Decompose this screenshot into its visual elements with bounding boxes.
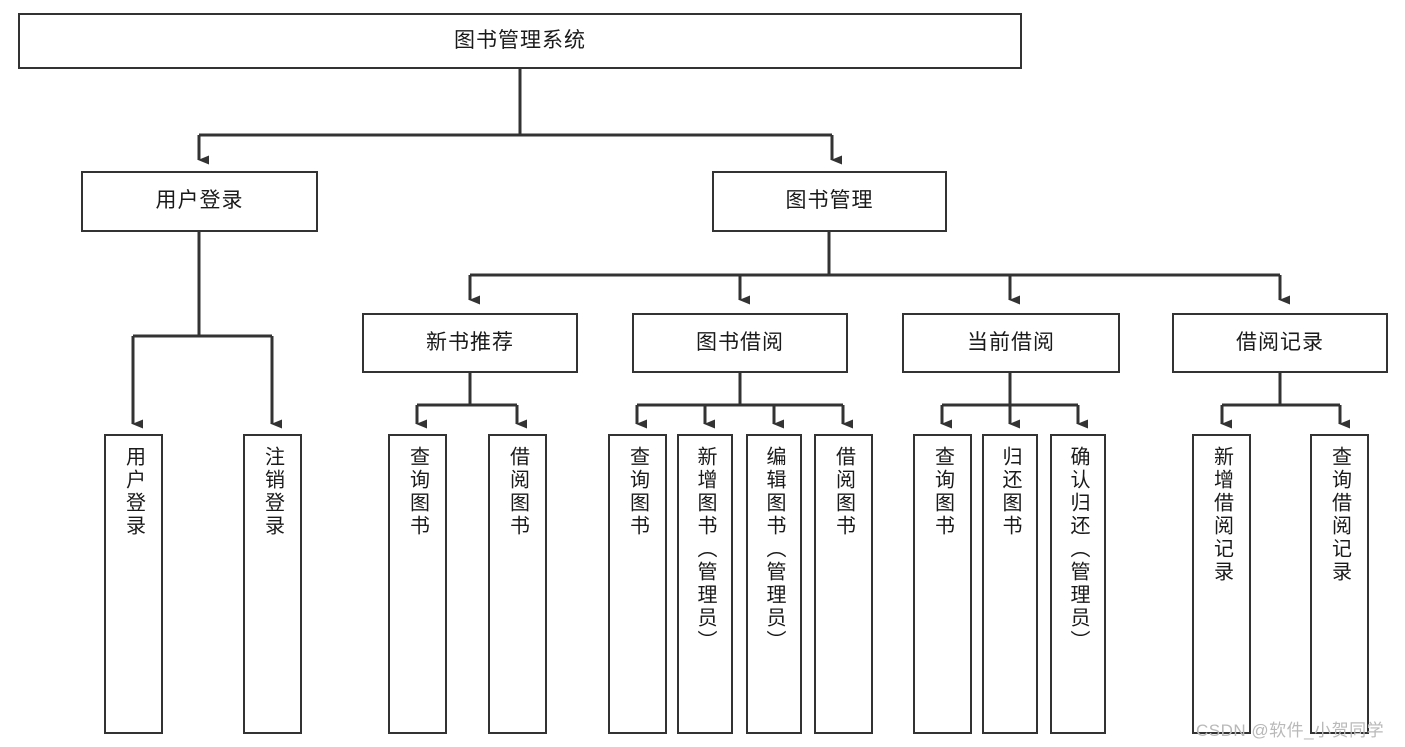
csdn-watermark: CSDN @软件_小贺同学 — [1196, 721, 1385, 740]
node-new-book-recommend[interactable]: 新书推荐 — [362, 313, 578, 373]
leaf-borrow-book-recommend[interactable]: 借阅图书 — [488, 434, 547, 734]
leaf-query-book-recommend-label: 查询图书 — [406, 446, 429, 538]
node-book-borrow-label: 图书借阅 — [696, 330, 784, 354]
leaf-add-borrow-record-label: 新增借阅记录 — [1210, 446, 1233, 584]
leaf-return-book[interactable]: 归还图书 — [982, 434, 1038, 734]
node-new-book-recommend-label: 新书推荐 — [426, 330, 514, 354]
leaf-logout[interactable]: 注销登录 — [243, 434, 302, 734]
leaf-query-book-borrow-label: 查询图书 — [626, 446, 649, 538]
node-current-borrow-label: 当前借阅 — [967, 330, 1055, 354]
node-book-borrow[interactable]: 图书借阅 — [632, 313, 848, 373]
leaf-confirm-return-admin[interactable]: 确认归还（管理员） — [1050, 434, 1106, 734]
leaf-add-book-admin-label: 新增图书（管理员） — [694, 446, 716, 653]
leaf-query-borrow-record-label: 查询借阅记录 — [1328, 446, 1351, 584]
node-user-login-label: 用户登录 — [155, 189, 244, 213]
leaf-return-book-label: 归还图书 — [999, 446, 1021, 538]
leaf-logout-label: 注销登录 — [261, 446, 284, 538]
leaf-query-borrow-record[interactable]: 查询借阅记录 — [1310, 434, 1369, 734]
node-root[interactable]: 图书管理系统 — [18, 13, 1022, 69]
leaf-user-login[interactable]: 用户登录 — [104, 434, 163, 734]
node-book-management-label: 图书管理 — [785, 189, 874, 213]
leaf-edit-book-admin-label: 编辑图书（管理员） — [763, 446, 785, 653]
leaf-query-book-recommend[interactable]: 查询图书 — [388, 434, 447, 734]
leaf-confirm-return-admin-label: 确认归还（管理员） — [1067, 446, 1089, 653]
leaf-add-book-admin[interactable]: 新增图书（管理员） — [677, 434, 733, 734]
node-book-management[interactable]: 图书管理 — [712, 171, 947, 232]
leaf-user-login-label: 用户登录 — [122, 446, 145, 538]
node-user-login[interactable]: 用户登录 — [81, 171, 318, 232]
node-current-borrow[interactable]: 当前借阅 — [902, 313, 1120, 373]
leaf-borrow-book-label: 借阅图书 — [832, 446, 855, 538]
leaf-add-borrow-record[interactable]: 新增借阅记录 — [1192, 434, 1251, 734]
leaf-edit-book-admin[interactable]: 编辑图书（管理员） — [746, 434, 802, 734]
leaf-borrow-book[interactable]: 借阅图书 — [814, 434, 873, 734]
node-root-label: 图书管理系统 — [454, 28, 586, 52]
leaf-query-book-current[interactable]: 查询图书 — [913, 434, 972, 734]
leaf-query-book-current-label: 查询图书 — [931, 446, 954, 538]
node-borrow-record-label: 借阅记录 — [1236, 330, 1324, 354]
leaf-borrow-book-recommend-label: 借阅图书 — [506, 446, 529, 538]
leaf-query-book-borrow[interactable]: 查询图书 — [608, 434, 667, 734]
node-borrow-record[interactable]: 借阅记录 — [1172, 313, 1388, 373]
